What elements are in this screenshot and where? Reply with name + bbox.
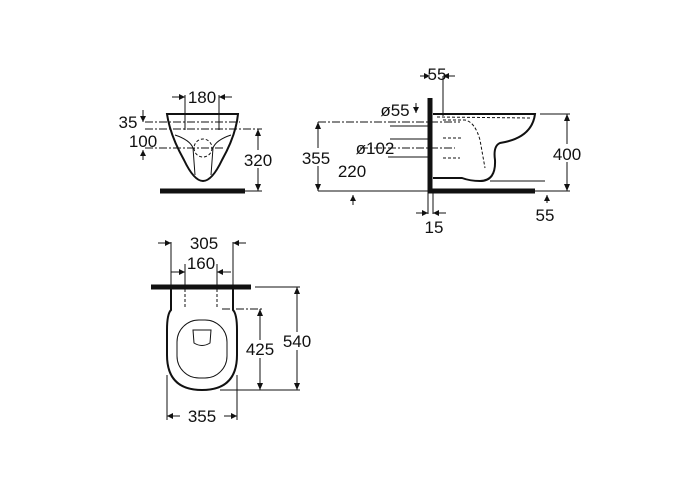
dim-35: 35 <box>119 113 138 132</box>
dim-425: 425 <box>246 340 274 359</box>
dim-160: 160 <box>187 254 215 273</box>
dim-55-bottom: 55 <box>536 206 555 225</box>
dim-320: 320 <box>244 151 272 170</box>
front-view: 180 35 100 320 <box>119 88 273 194</box>
dim-540: 540 <box>283 332 311 351</box>
dim-55-top: 55 <box>428 65 447 84</box>
bowl-front-outline <box>165 113 240 183</box>
seat-opening <box>176 319 228 379</box>
dim-100: 100 <box>129 132 157 151</box>
side-view: 400 355 220 55 ø55 ø102 55 15 <box>300 65 584 237</box>
dim-15: 15 <box>425 218 444 237</box>
dim-220: 220 <box>338 162 366 181</box>
bowl-side-outline <box>433 113 537 183</box>
bowl-front-inner <box>174 134 232 176</box>
seat-lid-tab <box>192 329 212 346</box>
top-view: 305 160 540 425 355 <box>151 234 314 426</box>
dim-180: 180 <box>188 88 216 107</box>
dim-o102: ø102 <box>356 139 395 158</box>
dim-305: 305 <box>190 234 218 253</box>
dim-o55: ø55 <box>380 101 409 120</box>
dim-400: 400 <box>553 145 581 164</box>
hidden-pipework <box>436 116 531 169</box>
bowl-top-outline <box>166 289 238 392</box>
dim-355: 355 <box>302 149 330 168</box>
dim-355-width: 355 <box>188 407 216 426</box>
